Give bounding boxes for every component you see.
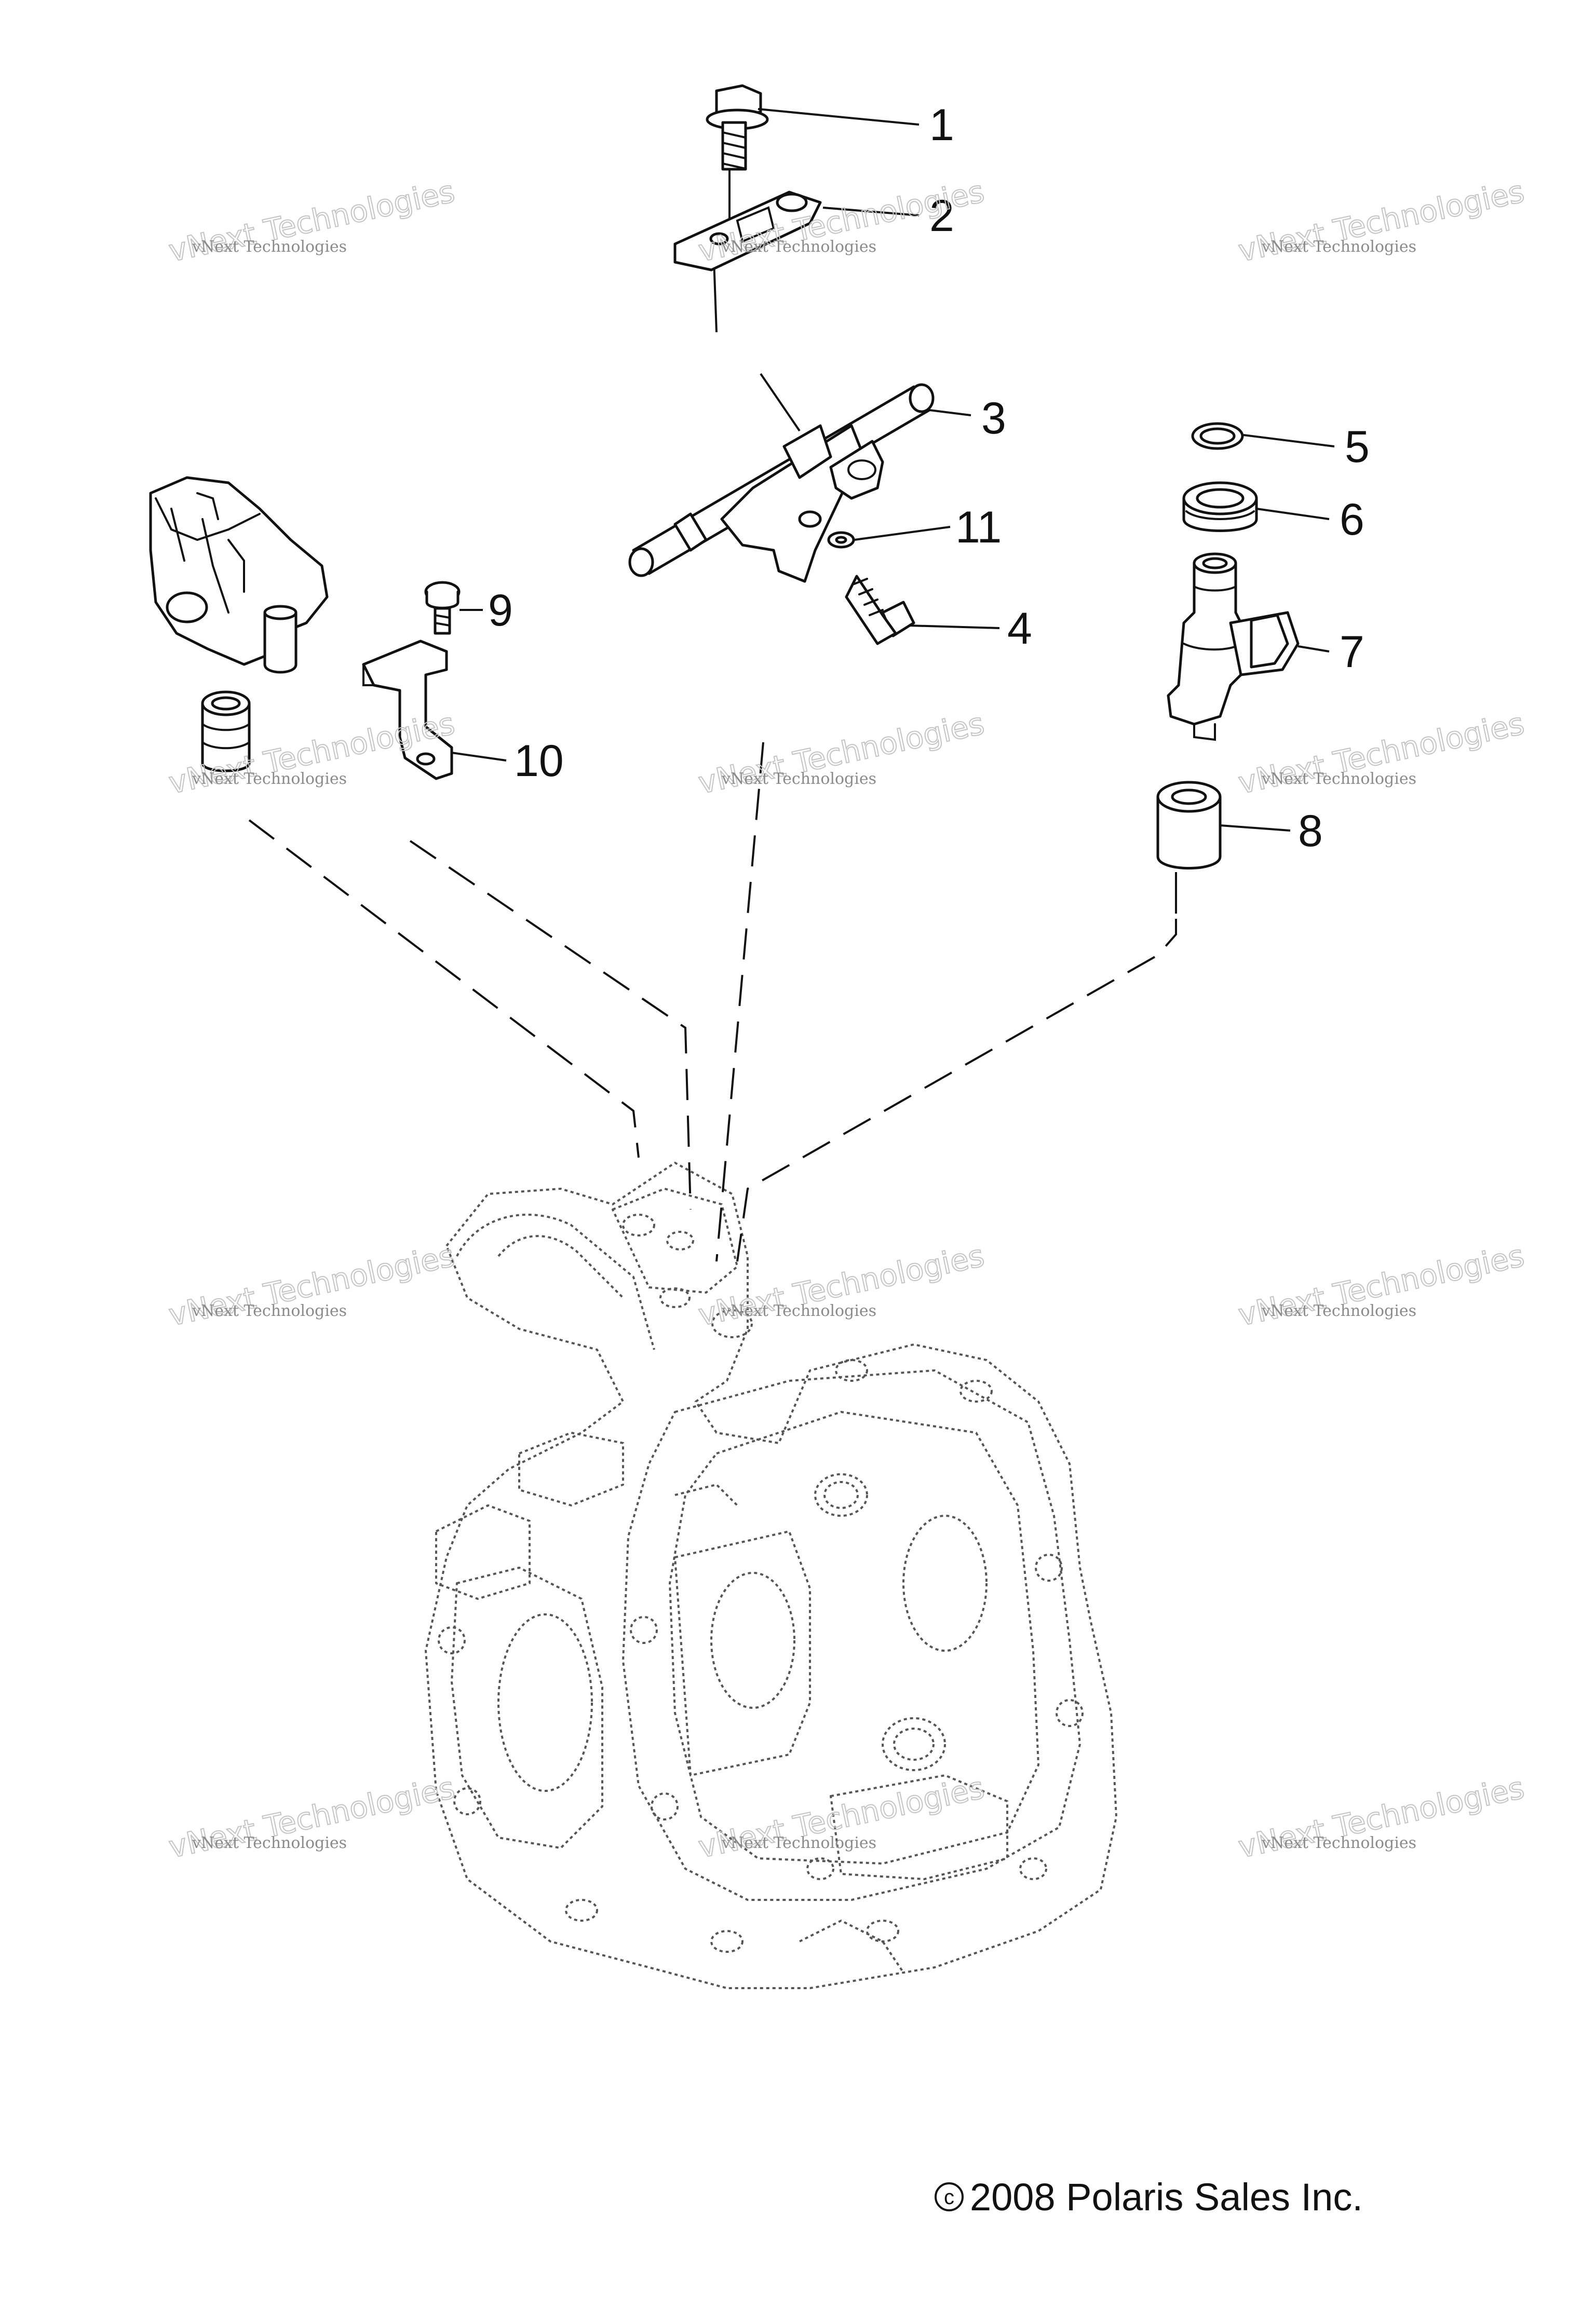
svg-text:vNext Technologies: vNext Technologies [192, 770, 347, 788]
callout-2: 2 [929, 191, 954, 241]
callout-6: 6 [1340, 495, 1364, 545]
watermark: vNext Technologies vNext Technologies [695, 1770, 988, 1866]
callout-9: 9 [488, 586, 513, 635]
watermark: vNext Technologies vNext Technologies [695, 705, 988, 801]
svg-text:vNext Technologies: vNext Technologies [721, 1834, 876, 1852]
svg-text:vNext Technologies: vNext Technologies [1261, 238, 1416, 256]
sensor-part [149, 476, 329, 674]
svg-text:vNext Technologies: vNext Technologies [721, 238, 876, 256]
watermark: vNext Technologies vNext Technologies [1235, 1770, 1528, 1866]
callout-1: 1 [929, 100, 954, 150]
callout-5: 5 [1345, 422, 1370, 472]
svg-text:vNext Technologies: vNext Technologies [192, 1302, 347, 1320]
part-10-bracket [362, 640, 453, 780]
sensor-plug [201, 690, 251, 772]
svg-text:vNext Technologies: vNext Technologies [192, 238, 347, 256]
callout-4: 4 [1007, 604, 1032, 654]
watermark: vNext Technologies vNext Technologies [165, 1770, 458, 1866]
engine-head-outline [425, 1162, 1117, 1989]
copyright-notice: c 2008 Polaris Sales Inc. [935, 2176, 1363, 2219]
leader-lines [451, 108, 1335, 832]
watermark: vNext Technologies vNext Technologies [1235, 173, 1528, 269]
copyright-symbol: c [944, 2186, 954, 2209]
svg-text:vNext Technologies: vNext Technologies [1261, 1834, 1416, 1852]
assembly-line-injector [736, 872, 1177, 1262]
part-9-small-screw [424, 581, 461, 635]
svg-text:vNext Technologies: vNext Technologies [192, 1834, 347, 1852]
assembly-line-fuel-rail [715, 742, 764, 1262]
part-4-screw [845, 575, 915, 645]
part-1-flange-bolt [706, 84, 769, 171]
callout-7: 7 [1340, 627, 1364, 677]
callout-11: 11 [955, 502, 1002, 552]
part-7-fuel-injector [1167, 552, 1300, 741]
callout-10: 10 [514, 736, 564, 786]
part-2-retainer-clip [673, 191, 822, 271]
part-5-o-ring [1191, 422, 1244, 450]
part-8-spacer [1156, 781, 1222, 869]
watermark: vNext Technologies vNext Technologies [165, 173, 458, 269]
assembly-line-sensor [248, 819, 640, 1158]
svg-text:vNext Technologies: vNext Technologies [721, 1302, 876, 1320]
watermark: vNext Technologies vNext Technologies [1235, 1238, 1528, 1334]
svg-text:vNext Technologies: vNext Technologies [1261, 770, 1416, 788]
svg-text:vNext Technologies: vNext Technologies [721, 770, 876, 788]
part-11-washer [827, 531, 855, 549]
callout-numbers: 1 2 3 4 5 6 7 8 9 10 11 [488, 100, 1370, 856]
svg-text:vNext Technologies: vNext Technologies [1261, 1302, 1416, 1320]
part-3-fuel-rail [628, 383, 935, 583]
watermark: vNext Technologies vNext Technologies [165, 1238, 458, 1334]
callout-3: 3 [981, 393, 1006, 443]
callout-8: 8 [1298, 806, 1323, 856]
part-6-grommet [1182, 481, 1258, 532]
assembly-lines [248, 166, 1177, 1262]
copyright-icon [935, 2182, 964, 2211]
assembly-line-bracket [409, 840, 692, 1210]
copyright-text: 2008 Polaris Sales Inc. [970, 2176, 1363, 2219]
watermark: vNext Technologies vNext Technologies [1235, 705, 1528, 801]
